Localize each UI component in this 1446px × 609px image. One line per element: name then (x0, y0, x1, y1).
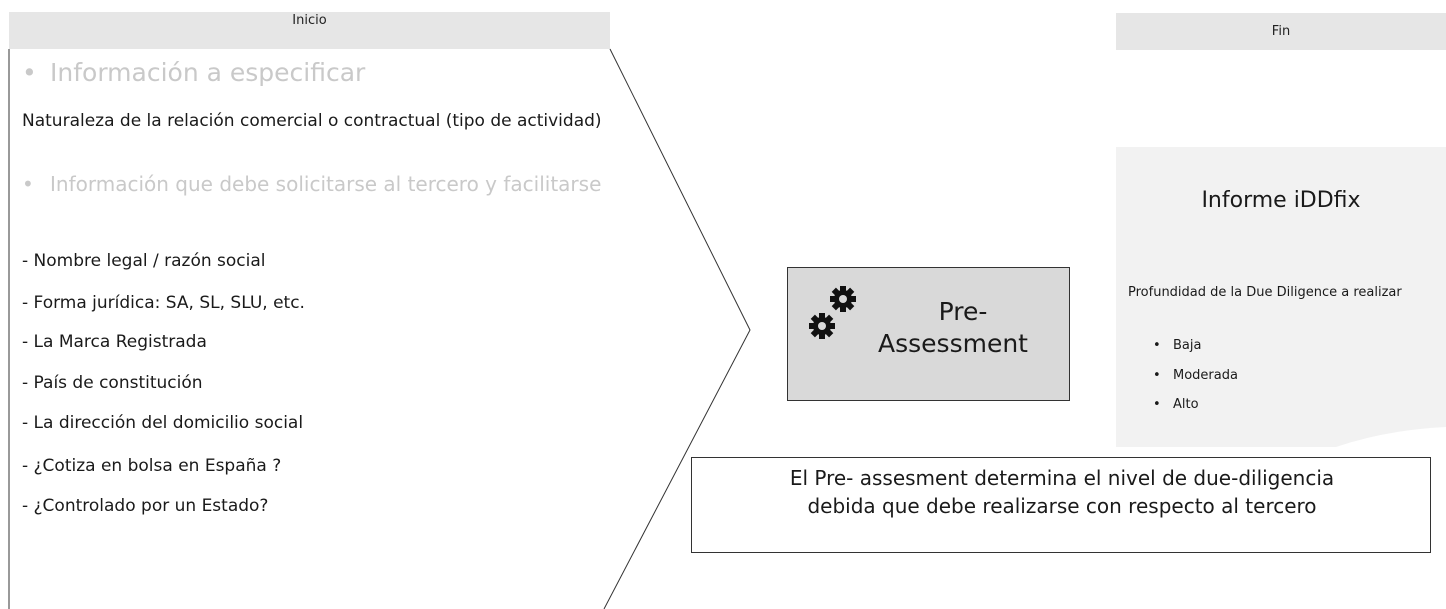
bullet-marker: • (1153, 397, 1161, 412)
list-item: - Nombre legal / razón social (22, 251, 266, 271)
heading-info-specify-text: Información a especificar (50, 58, 366, 87)
note-box (691, 457, 1431, 553)
report-title: Informe iDDfix (1201, 188, 1361, 213)
heading-info-request: • Información que debe solicitarse al te… (22, 172, 612, 197)
note-line2: debida que debe realizarse con respecto … (807, 494, 1317, 518)
heading-info-specify: • Información a especificar (22, 58, 622, 88)
bullet-marker: • (22, 172, 34, 196)
gears-icon (809, 286, 856, 339)
heading-info-request-text: Información que debe solicitarse al terc… (50, 172, 602, 196)
bullet-marker: • (1153, 338, 1161, 353)
list-item: - La Marca Registrada (22, 332, 207, 352)
list-item: - ¿Cotiza en bolsa en España ? (22, 456, 282, 476)
list-item: - ¿Controlado por un Estado? (22, 496, 269, 516)
list-item: - País de constitución (22, 373, 203, 393)
pre-assessment-box (787, 267, 1070, 401)
report-description: Profundidad de la Due Diligence a realiz… (1128, 285, 1402, 300)
list-item: - Forma jurídica: SA, SL, SLU, etc. (22, 293, 305, 313)
pre-assessment-line1: Pre- (938, 297, 988, 326)
tab-end-label: Fin (1271, 24, 1291, 39)
report-panel-curve (1336, 427, 1446, 447)
pre-assessment-label: Pre- Assessment (838, 296, 1048, 360)
tab-end: Fin (1116, 13, 1446, 50)
bullet-marker: • (1153, 368, 1161, 383)
bullet-marker: • (22, 58, 37, 87)
note-line1: El Pre- assesment determina el nivel de … (789, 466, 1335, 490)
level-label: Alto (1173, 397, 1199, 412)
list-item: - La dirección del domicilio social (22, 413, 304, 433)
tab-start-label: Inicio (292, 13, 327, 28)
level-label: Baja (1173, 338, 1202, 353)
relationship-nature: Naturaleza de la relación comercial o co… (22, 111, 602, 131)
pre-assessment-line2: Assessment (878, 329, 1028, 358)
level-label: Moderada (1173, 368, 1238, 383)
report-panel (1116, 147, 1446, 447)
note-text: El Pre- assesment determina el nivel de … (693, 464, 1431, 520)
level-item: • Alto (1153, 397, 1199, 412)
level-item: • Baja (1153, 338, 1201, 353)
level-item: • Moderada (1153, 368, 1238, 383)
tab-start: Inicio (9, 12, 610, 49)
